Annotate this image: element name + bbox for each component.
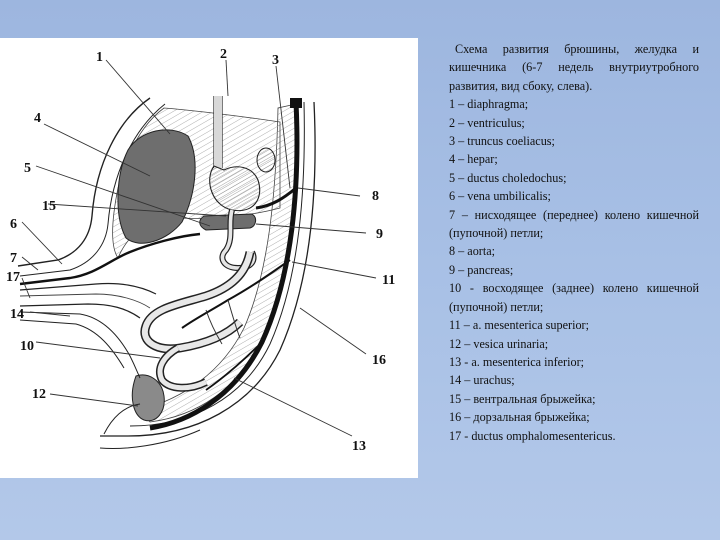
intestinal-loop-lower-inner xyxy=(157,345,208,391)
aorta-top-cap xyxy=(290,98,302,108)
label-9: 9 xyxy=(376,227,383,242)
legend-item-8: 8 – aorta; xyxy=(449,244,496,259)
legend-item-10: 10 - восходящее (заднее) колено кишечной… xyxy=(449,281,699,314)
legend-item-2: 2 – ventriculus; xyxy=(449,115,525,130)
sma-branches xyxy=(205,299,241,345)
urachus-line-2 xyxy=(19,319,125,369)
legend-item-1: 1 – diaphragma; xyxy=(449,97,529,112)
label-13: 13 xyxy=(352,439,366,454)
label-3: 3 xyxy=(272,53,279,68)
body-wall-inner xyxy=(19,103,166,277)
superior-mesenteric-artery xyxy=(181,259,291,329)
legend-item-16: 16 – дорзальная брыжейка; xyxy=(449,410,590,425)
legend-item-12: 12 – vesica urinaria; xyxy=(449,336,549,351)
legend-text-block: Схема развития брюшины, желудка и кишечн… xyxy=(449,40,699,445)
stomach-shape xyxy=(209,165,261,212)
legend-item-13: 13 - a. mesenterica inferior; xyxy=(449,354,585,369)
label-1: 1 xyxy=(96,50,103,65)
esophagus-fill xyxy=(214,96,222,168)
label-5: 5 xyxy=(24,161,31,176)
hindgut-outline xyxy=(99,403,201,449)
umbilical-vein xyxy=(19,232,201,286)
legend-item-5: 5 – ductus choledochus; xyxy=(449,170,567,185)
duodenum-loop-inner xyxy=(220,209,256,270)
peritoneum-development-diagram: 1 2 3 4 5 6 7 8 9 10 11 12 13 14 15 16 1… xyxy=(6,47,395,454)
legend-item-4: 4 – hepar; xyxy=(449,152,498,167)
umbilical-cord-lower xyxy=(19,303,141,319)
spleen-oval xyxy=(256,147,276,173)
inferior-mesenteric-artery xyxy=(205,341,263,391)
label-8: 8 xyxy=(372,189,379,204)
label-6: 6 xyxy=(10,217,17,232)
legend-item-11: 11 – a. mesenterica superior; xyxy=(449,318,589,333)
label-4: 4 xyxy=(34,111,41,126)
legend-item-6: 6 – vena umbilicalis; xyxy=(449,189,551,204)
legend-item-7: 7 – нисходящее (переднее) колено кишечно… xyxy=(449,207,699,241)
posterior-wall-outer xyxy=(100,101,316,437)
legend-item-14: 14 – urachus; xyxy=(449,373,515,388)
label-10: 10 xyxy=(20,339,34,354)
urachus-line xyxy=(19,311,141,379)
legend-item-3: 3 – truncus coeliacus; xyxy=(449,134,555,149)
label-12: 12 xyxy=(32,387,46,402)
urinary-bladder xyxy=(131,374,165,422)
label-17: 17 xyxy=(6,270,20,285)
label-7: 7 xyxy=(10,251,17,266)
legend-item-9: 9 – pancreas; xyxy=(449,262,514,277)
label-15: 15 xyxy=(42,199,56,214)
label-11: 11 xyxy=(382,273,395,288)
figure-caption: Схема развития брюшины, желудка и кишечн… xyxy=(449,42,699,93)
label-16: 16 xyxy=(372,353,386,368)
label-2: 2 xyxy=(220,47,227,62)
liver-shape xyxy=(117,129,196,244)
leader-lines xyxy=(21,59,377,437)
body-wall-outline xyxy=(17,97,151,267)
aorta-vessel xyxy=(149,101,300,431)
umbilical-cord-upper xyxy=(19,282,157,295)
omphalomesenteric-duct xyxy=(19,293,151,309)
legend-item-17: 17 - ductus omphalomesentericus. xyxy=(449,428,616,443)
embryo-diagram-panel: 1 2 3 4 5 6 7 8 9 10 11 12 13 14 15 16 1… xyxy=(0,38,418,478)
legend-item-15: 15 – вентральная брыжейка; xyxy=(449,391,596,406)
celiac-trunk xyxy=(255,186,297,210)
label-14: 14 xyxy=(10,307,24,322)
intestinal-loop-inner xyxy=(141,251,253,352)
